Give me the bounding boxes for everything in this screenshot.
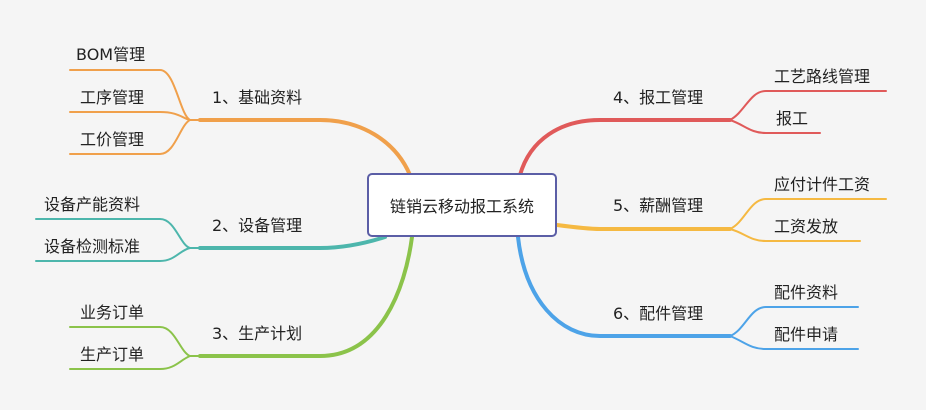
branch-6-child-1[interactable]: 配件资料: [774, 283, 839, 302]
central-topic-label: 链销云移动报工系统: [389, 197, 534, 216]
branch-2-trunk: [198, 235, 387, 250]
branch-3-child-2[interactable]: 生产订单: [80, 345, 145, 364]
branch-3-edge-2: [69, 355, 191, 370]
branch-6-edge-1: [729, 306, 859, 337]
branch-1-child-3[interactable]: 工价管理: [80, 130, 145, 149]
branch-6-child-2[interactable]: 配件申请: [774, 325, 839, 344]
branch-3-trunk: [198, 235, 414, 358]
branch-6-label[interactable]: 6、配件管理: [613, 304, 704, 323]
branch-4-child-1[interactable]: 工艺路线管理: [774, 67, 871, 86]
central-topic[interactable]: 链销云移动报工系统: [367, 173, 557, 237]
branch-2-child-1[interactable]: 设备产能资料: [44, 195, 141, 214]
branch-4-edge-2: [729, 119, 821, 134]
branch-1-trunk: [198, 118, 412, 177]
branch-4-child-2[interactable]: 报工: [776, 109, 809, 128]
branch-4-trunk: [518, 118, 732, 177]
branch-3-child-1[interactable]: 业务订单: [80, 303, 145, 322]
branch-3-label[interactable]: 3、生产计划: [212, 324, 303, 343]
branch-5-trunk: [555, 223, 732, 231]
branch-5-child-2[interactable]: 工资发放: [774, 217, 839, 236]
branch-1-child-2[interactable]: 工序管理: [80, 88, 145, 107]
branch-1-child-1[interactable]: BOM管理: [76, 45, 146, 64]
branch-5-child-1[interactable]: 应付计件工资: [774, 175, 871, 194]
branch-1-edge-3: [69, 119, 191, 155]
branch-4-edge-1: [729, 90, 887, 121]
branch-2-label[interactable]: 2、设备管理: [212, 216, 303, 235]
branch-2-edge-2: [35, 247, 191, 262]
branch-5-edge-2: [729, 228, 861, 242]
branch-1-label[interactable]: 1、基础资料: [212, 88, 303, 107]
branch-5-edge-1: [729, 198, 887, 230]
branch-2-child-2[interactable]: 设备检测标准: [44, 237, 141, 256]
branch-1-edge-2: [69, 111, 191, 121]
branch-6-trunk: [516, 235, 732, 338]
branch-6-edge-2: [729, 335, 859, 350]
branch-5-label[interactable]: 5、薪酬管理: [613, 196, 704, 215]
branch-4-label[interactable]: 4、报工管理: [613, 88, 704, 107]
